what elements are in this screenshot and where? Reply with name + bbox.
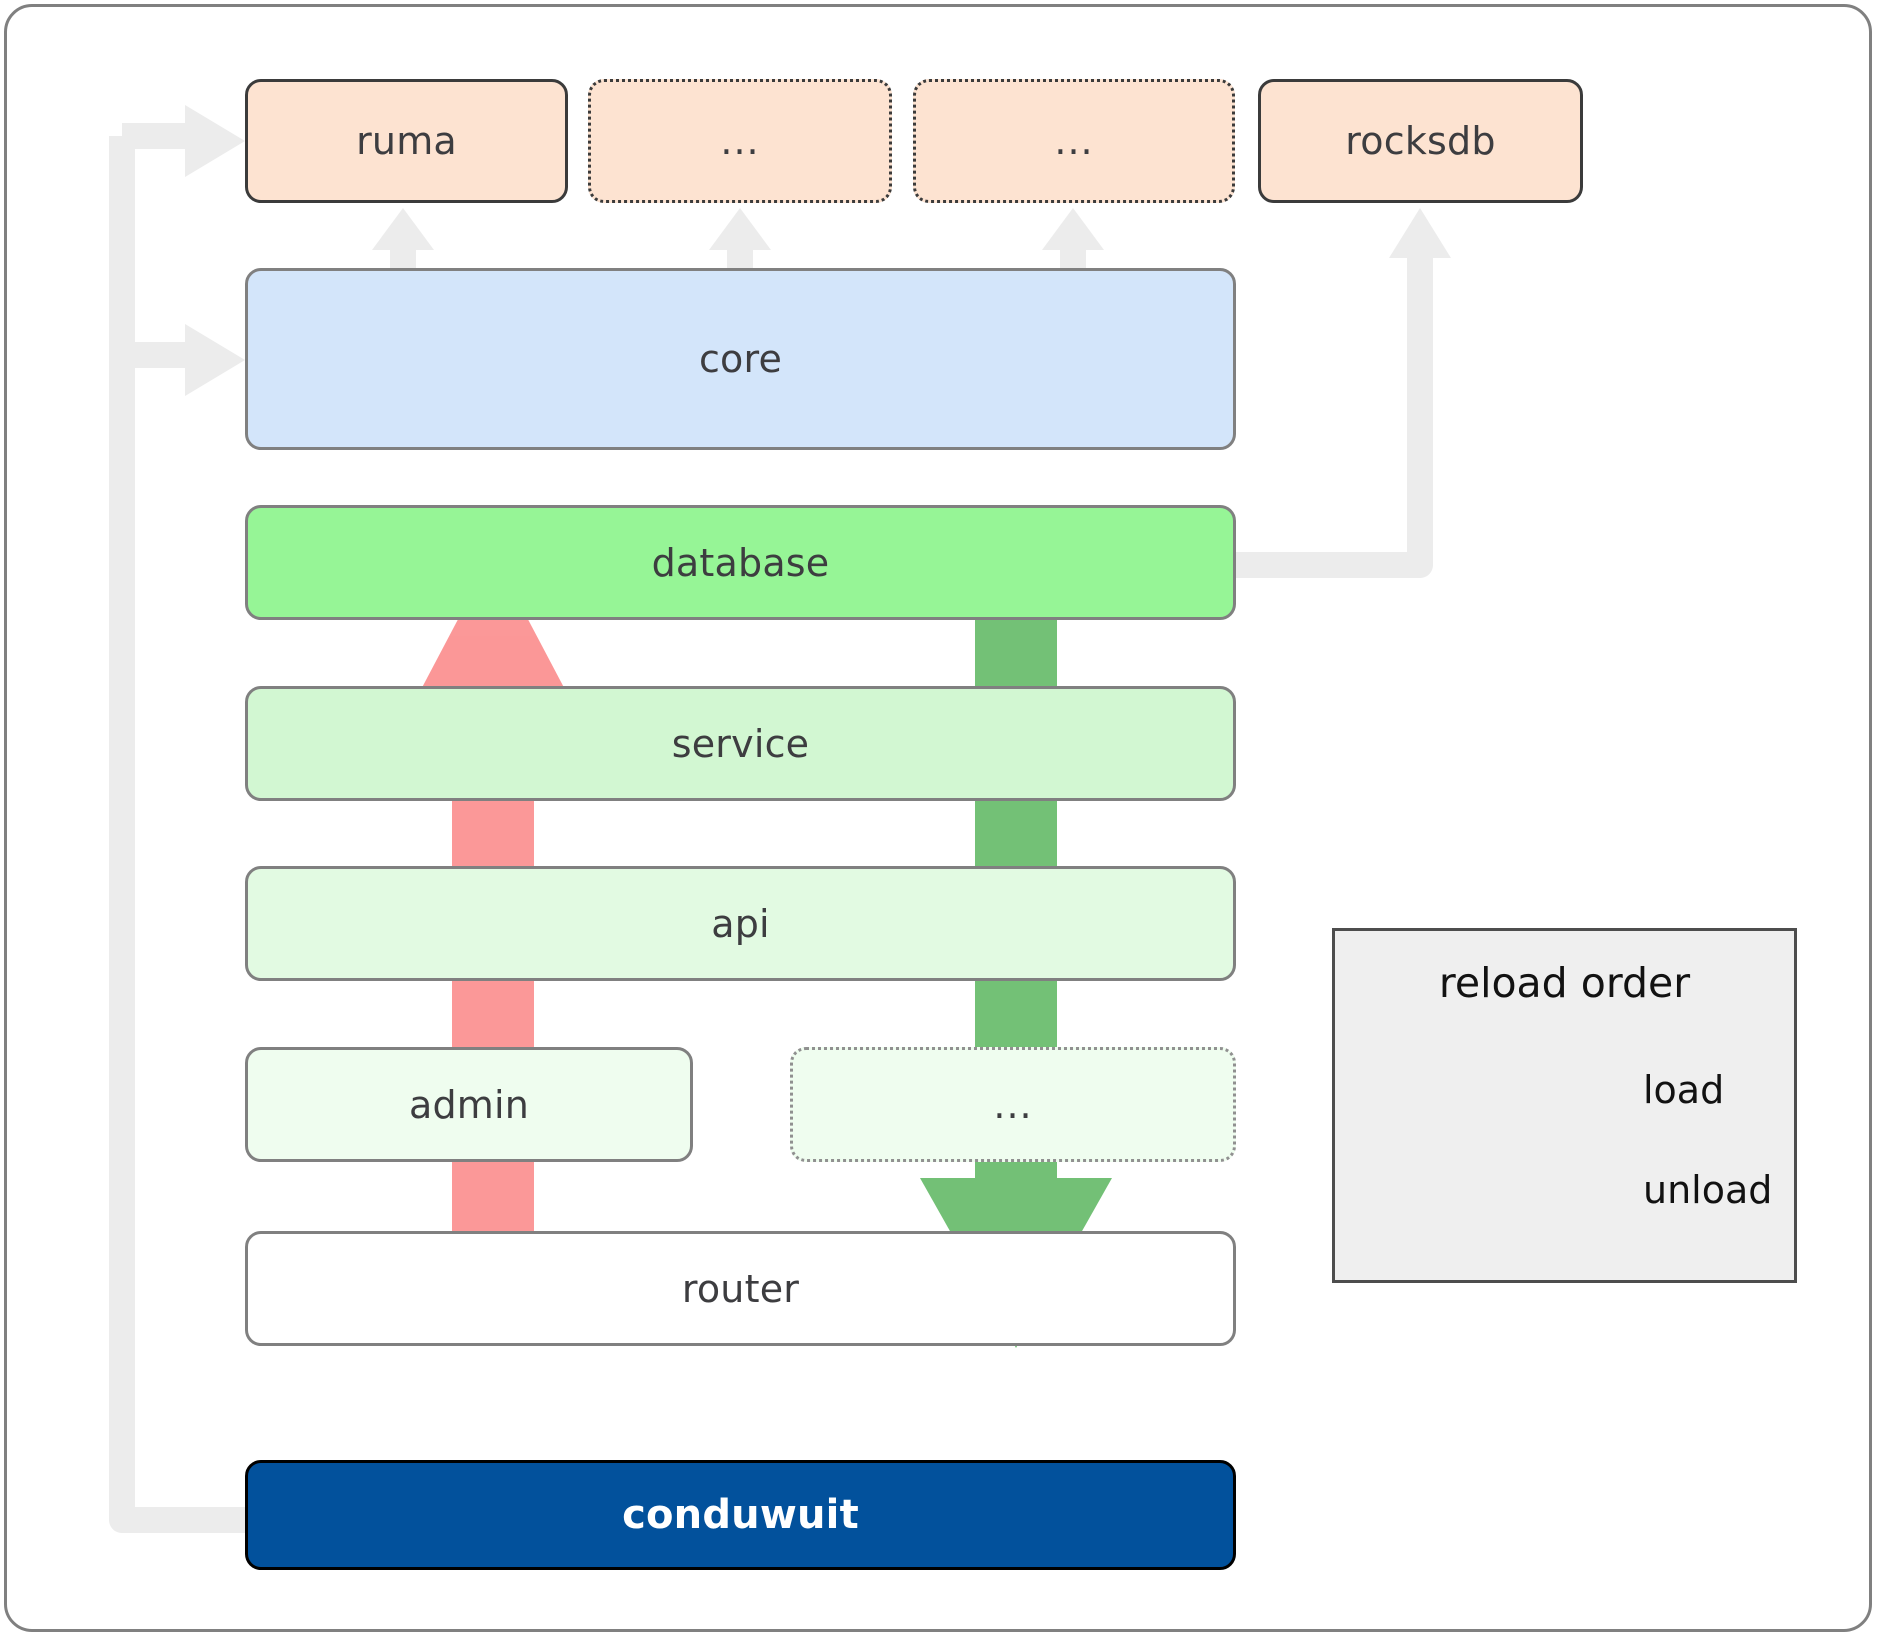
layer-node-router[interactable]: router bbox=[245, 1231, 1236, 1346]
dependency-label-ellipsis-2: ... bbox=[1054, 119, 1094, 163]
dependency-node-ellipsis-1[interactable]: ... bbox=[588, 79, 892, 203]
layer-label-database: database bbox=[651, 540, 830, 585]
layer-node-ellipsis[interactable]: ... bbox=[790, 1047, 1236, 1162]
layer-label-core: core bbox=[698, 337, 783, 381]
connector-to-ruma-arrowhead bbox=[185, 105, 245, 177]
dependency-node-ellipsis-2[interactable]: ... bbox=[913, 79, 1235, 203]
layer-label-service: service bbox=[671, 721, 810, 766]
dependency-label-rocksdb: rocksdb bbox=[1345, 119, 1496, 163]
dependency-node-ruma[interactable]: ruma bbox=[245, 79, 568, 203]
layer-node-service[interactable]: service bbox=[245, 686, 1236, 801]
layer-label-api: api bbox=[711, 901, 770, 946]
dependency-label-ruma: ruma bbox=[356, 119, 457, 163]
dependency-node-rocksdb[interactable]: rocksdb bbox=[1258, 79, 1583, 203]
layer-node-database[interactable]: database bbox=[245, 505, 1236, 620]
dependency-label-ellipsis-1: ... bbox=[720, 119, 760, 163]
connector-to-core-arrowhead bbox=[185, 324, 245, 396]
layer-node-api[interactable]: api bbox=[245, 866, 1236, 981]
layer-node-admin[interactable]: admin bbox=[245, 1047, 693, 1162]
application-node-conduwuit[interactable]: conduwuit bbox=[245, 1460, 1236, 1570]
left-connector-group bbox=[109, 105, 245, 1533]
database-to-rocksdb-connector bbox=[1236, 208, 1451, 578]
layer-label-router: router bbox=[681, 1266, 800, 1311]
legend-title: reload order bbox=[1438, 959, 1691, 1007]
layer-label-ellipsis: ... bbox=[993, 1082, 1033, 1127]
legend-label-unload: unload bbox=[1643, 1168, 1773, 1212]
legend-panel: reload order load unload bbox=[1332, 928, 1797, 1283]
legend-label-load: load bbox=[1643, 1068, 1725, 1112]
layer-label-admin: admin bbox=[408, 1082, 530, 1127]
application-label-conduwuit: conduwuit bbox=[622, 1492, 859, 1538]
layer-node-core[interactable]: core bbox=[245, 268, 1236, 450]
